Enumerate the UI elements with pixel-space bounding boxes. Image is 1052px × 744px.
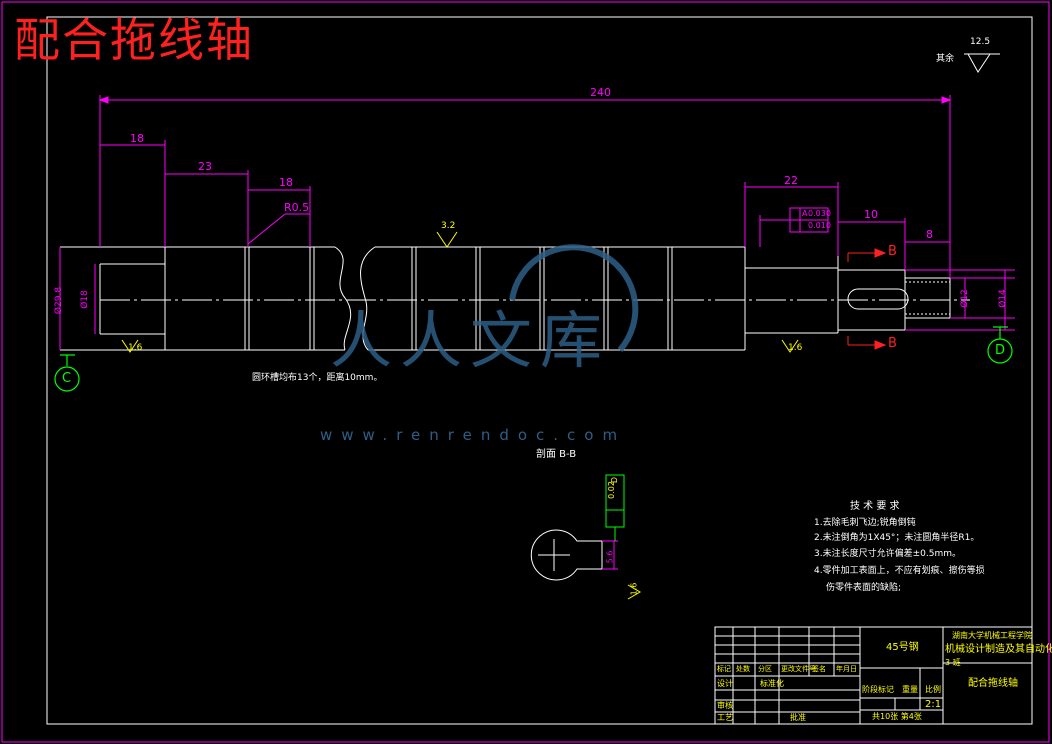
tb-weight-label: 重量 [902, 685, 918, 694]
tb-header-zone: 分区 [758, 665, 772, 673]
dim-r05: R0.5 [284, 201, 310, 214]
section-rough: 1.6 [629, 582, 639, 596]
tb-sheet-info: 共10张 第4张 [872, 712, 922, 721]
tb-major: 机械设计制造及其自动化 [945, 644, 1052, 655]
watermark-text: 人人文库 [330, 304, 611, 377]
tb-class: 3 班 [945, 658, 961, 667]
dim-dia-left-inner: Ø18 [79, 290, 90, 309]
tb-part-name: 配合拖线轴 [968, 678, 1018, 689]
dim-dia-right-2: Ø14 [997, 289, 1008, 308]
watermark-url: www.renrendoc.com [320, 426, 627, 444]
dim-10: 10 [864, 208, 878, 221]
tb-school: 湖南大学机械工程学院 [952, 631, 1032, 640]
dim-8: 8 [926, 228, 933, 241]
dim-23: 23 [198, 160, 212, 173]
shaft-outline [59, 246, 951, 351]
tb-header-sign: 签名 [812, 665, 826, 673]
section-tolerance-ref: D [610, 476, 620, 484]
tb-header-change: 更改文件号 [781, 665, 816, 673]
tolerance-value-2: 0.010 [808, 221, 831, 230]
dim-18-mid: 18 [279, 176, 293, 189]
title-block [714, 626, 1033, 725]
tech-item-5: 伤零件表面的缺陷; [826, 583, 902, 593]
tech-item-1: 1.去除毛刺飞边;锐角倒钝 [814, 518, 916, 528]
tb-header-mark: 标记 [717, 665, 731, 673]
dim-dia-right-1: Ø12 [959, 289, 970, 308]
section-mark-bottom: B [888, 336, 897, 351]
roughness-other-label: 其余 [936, 54, 955, 64]
groove-note: 圆环槽均布13个，距离10mm。 [252, 373, 383, 383]
section-tolerance: 0.02 [606, 481, 616, 499]
tb-approve: 批准 [790, 713, 806, 722]
tb-process: 工艺 [717, 713, 733, 722]
tolerance-ref-1: A [802, 209, 808, 218]
drawing-title: 配合拖线轴 [14, 13, 254, 67]
roughness-other-value: 12.5 [970, 37, 991, 47]
dim-22: 22 [784, 174, 798, 187]
rough-1-6-right: 1.6 [788, 343, 803, 353]
dim-dia-left-outer: Ø29.8 [54, 286, 65, 315]
section-mark-top: B [888, 244, 897, 259]
tb-stage-label: 阶段标记 [862, 685, 894, 694]
tb-design: 设计 [717, 679, 733, 688]
dimension-lines [59, 95, 1015, 350]
datum-left-label: C [62, 371, 72, 386]
tb-material: 45号钢 [886, 642, 919, 653]
tech-heading: 技 术 要 求 [850, 501, 900, 512]
tech-item-3: 3.未注长度尺寸允许偏差±0.5mm。 [814, 549, 961, 559]
tb-scale: 2:1 [925, 699, 942, 710]
inner-frame [46, 16, 1033, 725]
section-depth: 5.6 [605, 550, 615, 564]
dim-overall: 240 [590, 86, 611, 99]
section-view [530, 474, 641, 600]
section-marks [847, 248, 887, 350]
tb-scale-label: 比例 [925, 685, 941, 694]
dim-18-left: 18 [130, 132, 144, 145]
tech-item-2: 2.未注倒角为1X45°；未注圆角半径R1。 [814, 533, 980, 543]
tb-header-count: 处数 [736, 665, 750, 673]
tolerance-value-1: 0.030 [808, 209, 831, 218]
tb-review: 审核 [717, 701, 733, 710]
tb-standardize: 标准化 [760, 679, 784, 688]
rough-3-2: 3.2 [441, 221, 456, 231]
rough-1-6-left: 1.6 [128, 343, 143, 353]
roughness-symbols [121, 53, 1000, 353]
tb-header-date: 年月日 [836, 665, 857, 673]
datum-symbols [54, 326, 1013, 392]
tech-item-4: 4.零件加工表面上，不应有划痕、擦伤等损 [814, 566, 985, 576]
section-title: 剖面 B-B [536, 449, 577, 460]
datum-right-label: D [995, 343, 1006, 358]
watermark-logo [509, 244, 639, 352]
